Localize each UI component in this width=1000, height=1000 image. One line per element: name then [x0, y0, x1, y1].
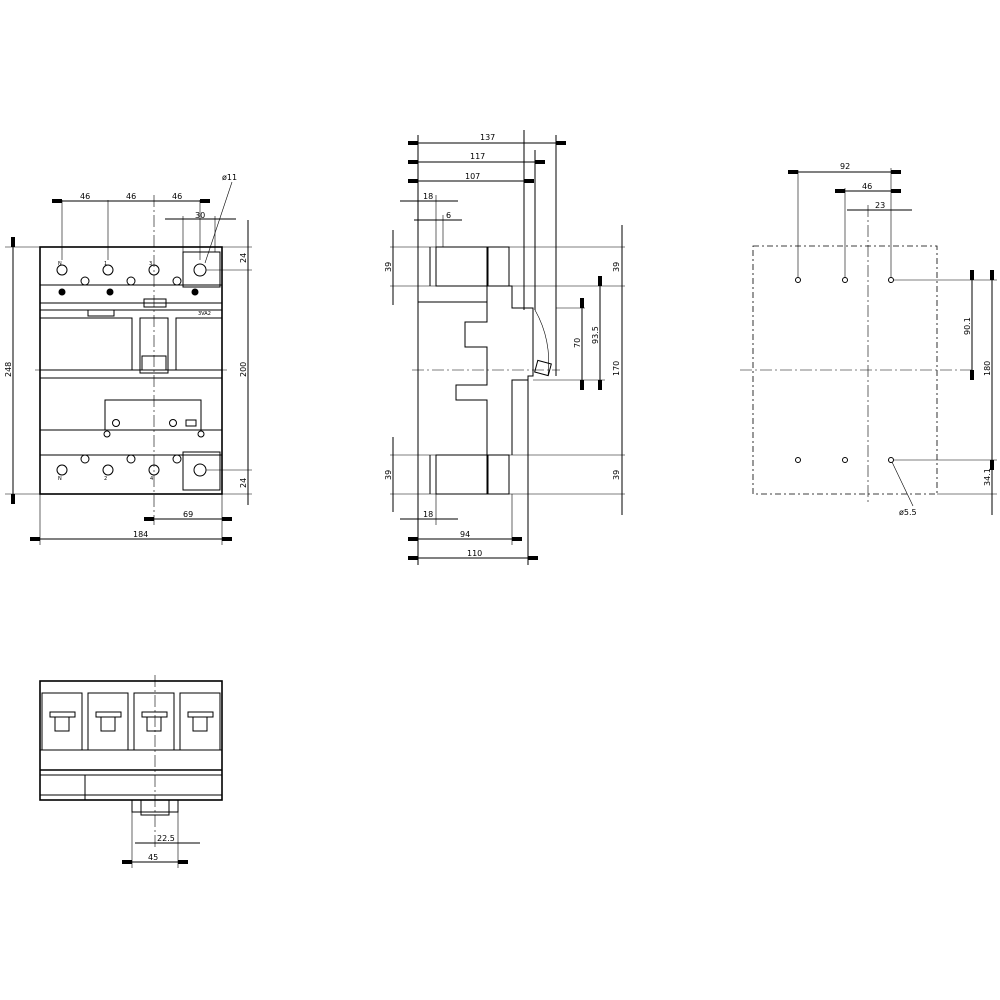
pole-label-bottom: 2	[104, 476, 107, 482]
product-label: 3VA2	[198, 311, 211, 317]
dim-107: 107	[465, 172, 480, 181]
mounting-hole	[888, 277, 894, 283]
mounting-hole	[888, 457, 894, 463]
dim-6: 6	[446, 211, 451, 220]
side-view: 137 117 107 18 6 18 94 110 39 39 39 39 1…	[384, 130, 625, 565]
dim-110: 110	[467, 549, 482, 558]
dim-width: 184	[133, 530, 148, 539]
pole-label-top: 1	[104, 261, 107, 267]
mounting-hole	[795, 277, 801, 283]
mounting-hole	[842, 277, 848, 283]
pole-label-bottom: N	[58, 476, 62, 482]
dim-pitch-2: 46	[126, 192, 136, 201]
pole-label-top: N	[58, 261, 62, 267]
dim-hole-diameter: ø11	[222, 173, 237, 182]
dim-45: 45	[148, 853, 158, 862]
pole-label-bottom: 4	[150, 476, 153, 482]
dim-90-1: 90.1	[963, 317, 972, 335]
dim-23: 23	[875, 201, 885, 210]
dim-93-5: 93.5	[591, 326, 600, 344]
dim-39-left-bottom: 39	[384, 470, 393, 480]
dim-pitch-3: 46	[172, 192, 182, 201]
dim-height-inner: 200	[239, 362, 248, 377]
dim-22-5: 22.5	[157, 834, 175, 843]
dim-46: 46	[862, 182, 872, 191]
front-view: 3VA2 N 1 3 N 2 4	[4, 173, 252, 545]
dim-39-right-top: 39	[612, 262, 621, 272]
dim-hole-diameter: ø5.5	[899, 508, 917, 517]
drilling-pattern-view: 92 46 23 ø5.5 90.1 180 34.1	[740, 162, 997, 517]
pole-label-top: 3	[149, 261, 152, 267]
dim-180: 180	[983, 361, 992, 376]
dim-170: 170	[612, 361, 621, 376]
dim-39-left-top: 39	[384, 262, 393, 272]
dim-bottom-terminal: 24	[239, 478, 248, 488]
dim-terminal-width: 30	[195, 211, 205, 220]
pole-terminals	[41, 692, 221, 751]
dim-117: 117	[470, 152, 485, 161]
dim-92: 92	[840, 162, 850, 171]
mounting-hole	[795, 457, 801, 463]
dim-top-terminal: 24	[239, 253, 248, 263]
bottom-view: 22.5 45	[39, 675, 223, 868]
dim-18-bottom: 18	[423, 510, 433, 519]
dim-70: 70	[573, 338, 582, 348]
dim-34-1: 34.1	[983, 468, 992, 486]
dim-94: 94	[460, 530, 470, 539]
dim-39-right-bottom: 39	[612, 470, 621, 480]
mounting-hole	[842, 457, 848, 463]
dim-offset: 69	[183, 510, 193, 519]
dim-height: 248	[4, 362, 13, 377]
dim-18-top: 18	[423, 192, 433, 201]
dim-pitch-1: 46	[80, 192, 90, 201]
dim-137: 137	[480, 133, 495, 142]
